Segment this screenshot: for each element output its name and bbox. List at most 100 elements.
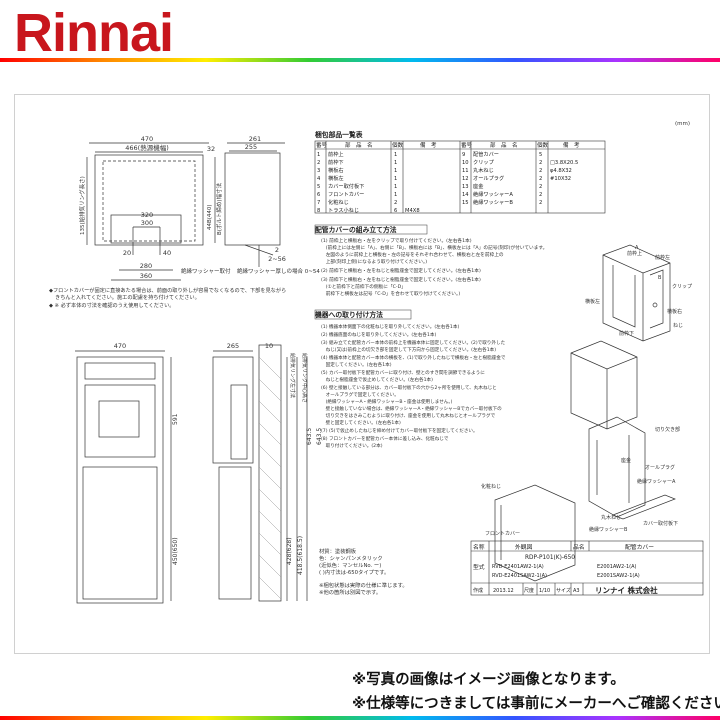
svg-text:1: 1 [394,160,397,166]
note-clearance: 絶縁ワッシャー厚しの場合 0~54 [237,267,320,275]
title-model-sub: RVD-E2401AW2-1(A) [492,564,544,570]
iso-label: クリップ [672,284,692,290]
install-step: (2) 機器底面のねじを取り外してください。(左右各1本) [321,331,436,338]
svg-text:6: 6 [394,208,397,214]
assembly-step: (3) 前枠下と横板右・左をねじと樹脂座金で固定してください。(左右各1本) [321,276,481,283]
assembly-step: (前枠上には左側に「A」、右側に「B」、横板右には「B」、横板左には「A」の記号… [321,244,547,251]
assembly-step: 左図のように前枠上と横板右・左の記号をそれぞれ合わせて、横板右と左を前枠上の [321,251,504,258]
svg-text:φ4.8X32: φ4.8X32 [550,168,572,174]
note-line-2: きちんと入れてください。施工の配慮を持ち付けてください。 [55,293,200,301]
dim-bolt-vertical: B(ボルト締め)幅寸法 [215,182,223,235]
dim-265: 265 [227,342,239,350]
svg-text:2: 2 [394,200,397,206]
title-size-label: サイズ [556,587,571,594]
iso-label: フロントカバー [485,531,520,537]
iso-label: 横板右 [667,308,682,315]
svg-text:1: 1 [394,168,397,174]
svg-text:化粧ねじ: 化粧ねじ [328,198,349,206]
svg-text:6: 6 [317,192,320,198]
svg-text:丸木ねじ: 丸木ねじ [473,166,494,174]
title-scale: 1/10 [539,588,550,594]
svg-text:オールプラグ: オールプラグ [473,174,504,182]
dim-2-56: 2~56 [268,255,286,263]
svg-text:クリップ: クリップ [473,159,495,166]
dim-591: 591 [172,413,179,425]
svg-text:12: 12 [462,176,469,182]
title-date: 2013.12 [493,588,514,594]
title-model-sub: E2001SAW2-1(A) [597,573,640,579]
svg-text:フロントカバー: フロントカバー [328,191,364,198]
svg-text:8: 8 [317,208,320,214]
iso-label: 絶縁ワッシャーA [637,478,676,485]
svg-text:10: 10 [462,160,469,166]
svg-text:2: 2 [539,184,542,190]
dim-300: 300 [141,219,153,227]
dim-2: 2 [275,246,279,254]
title-model: RDP-P101(K)-650 [525,555,575,561]
svg-text:1: 1 [394,152,397,158]
dim-10: 10 [265,342,273,350]
install-step: 固定してください。(左右各1本) [321,361,392,368]
iso-label: 切り欠き部 [655,426,680,433]
install-step: (3) 組み立てた配管カバー本体の前枠上を機器本体に固定してください。(2)で取… [321,339,506,346]
install-step: (5) カバー取付板下を配管カバーに取り付け、壁とのすき間を調節できるように [321,369,485,376]
spec-note-1: 材質：塗装鋼板 [319,547,357,555]
iso-label: 座金 [621,457,631,464]
svg-text:前枠上: 前枠上 [328,150,344,158]
svg-text:横板右: 横板右 [328,166,344,174]
dim-470-top: 470 [141,135,153,143]
title-made-label: 作成 [473,587,483,594]
svg-text:座金: 座金 [473,182,484,190]
svg-text:2: 2 [539,168,542,174]
iso-label: B [658,275,662,281]
svg-text:横板左: 横板左 [328,174,344,182]
install-step: 壁と固定してください。(左右各1本) [321,419,401,426]
iso-label: 横板左 [585,298,600,305]
note-line-3: ◆ ※ 必ず本体の寸法を確認のうえ使用してください。 [49,301,174,309]
title-name: 外観図 [515,543,533,551]
dim-261: 261 [249,135,261,143]
install-step: 壁と接触していない場合は、絶縁ワッシャーA・絶縁ワッシャーBでカバー取付板下の [321,405,502,412]
dim-135-vertical: 135(給排気リング長さ) [78,176,86,235]
assembly-step: 上部(刻印上側)になるよう取り付けてください。) [321,258,427,265]
svg-text:絶縁ワッシャーA: 絶縁ワッシャーA [473,190,513,198]
title-maker: リンナイ 株式会社 [595,585,658,595]
dim-255: 255 [245,143,257,151]
spec-note-6: ※他の箇所は別図で示す。 [319,588,381,596]
spec-note-5: ※梱包状態は実際の仕様に準じます。 [319,581,408,589]
disclaimer-line-2: ※仕様等につきましては事前にメーカーへご確認ください。 [352,696,720,712]
svg-text:7: 7 [317,200,320,206]
install-step: ねじと樹脂座金で仮止めしてください。(左右各1本) [321,376,433,383]
dim-466: 466(熱源機幅) [125,143,168,152]
iso-label: 前枠上 [627,250,642,257]
side-label-2: 給排気リング中心高さ [301,353,308,403]
th-remark-2: 備 考 [563,141,580,149]
title-block-grid [470,540,704,596]
parts-table-grid [314,140,606,214]
side-label-1: 給排気リング左寸法 [289,353,296,398]
spec-note-4: ( )内寸法は-650タイプです。 [319,568,389,576]
th-no: 番号 [316,142,328,149]
svg-text:1: 1 [317,152,320,158]
title-product: 配管カバー [625,543,654,551]
iso-label: 化粧ねじ [481,483,501,490]
dim-428-628: 428(628) [286,537,293,565]
install-step: オールプラグで固定してください。 [321,391,399,398]
dim-643-5-a: 643.5 [306,428,313,445]
dim-20: 20 [123,249,131,257]
svg-text:2: 2 [539,160,542,166]
install-step: 取り付けてください。(2本) [321,442,383,449]
dim-643-5-b: 643.5 [316,428,323,445]
install-step: 切り欠きをはさみこむように取り付け、座金を使用して丸木ねじとオールプラグで [321,412,496,419]
svg-text:トラス小ねじ: トラス小ねじ [328,206,359,214]
svg-text:絶縁ワッシャーB: 絶縁ワッシャーB [473,198,513,206]
dim-280: 280 [140,262,152,270]
svg-text:1: 1 [394,176,397,182]
svg-text:M4X8: M4X8 [405,208,420,214]
assembly-step: (2) 前枠下と横板右・左をねじと樹脂座金で固定してください。(左右各1本) [321,267,481,274]
